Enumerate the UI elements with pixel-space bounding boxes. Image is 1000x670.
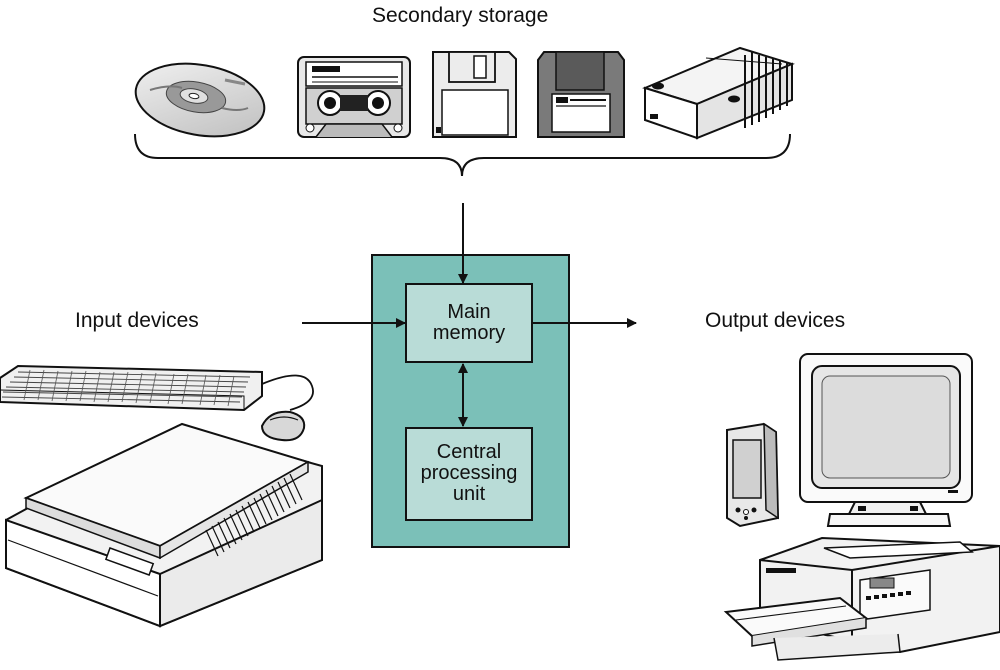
main-memory-block — [405, 283, 533, 363]
keyboard-icon — [0, 364, 263, 412]
monitor-icon — [799, 353, 973, 527]
printer-icon — [723, 536, 1000, 661]
cassette-tape-icon — [297, 56, 411, 138]
cpu-line1: Central — [436, 441, 502, 463]
output-devices-label: Output devices — [705, 309, 846, 332]
main-memory-label: Main memory — [406, 302, 532, 344]
cd-disc-icon — [134, 62, 266, 138]
cpu-line2: processing — [420, 462, 518, 484]
zip-disk-icon — [537, 51, 625, 138]
storage-brace — [134, 133, 791, 177]
scanner-icon — [5, 422, 323, 628]
input-devices-label: Input devices — [75, 309, 199, 332]
cpu-label: Central processing unit — [406, 442, 532, 505]
floppy-disk-icon — [432, 51, 517, 138]
cpu-block — [405, 427, 533, 521]
cpu-line3: unit — [452, 483, 486, 505]
external-drive-icon — [642, 46, 795, 140]
main-memory-line2: memory — [432, 322, 506, 344]
main-memory-line1: Main — [447, 301, 491, 323]
pda-icon — [726, 422, 780, 528]
mouse-icon — [260, 410, 306, 442]
secondary-storage-label: Secondary storage — [372, 4, 549, 27]
